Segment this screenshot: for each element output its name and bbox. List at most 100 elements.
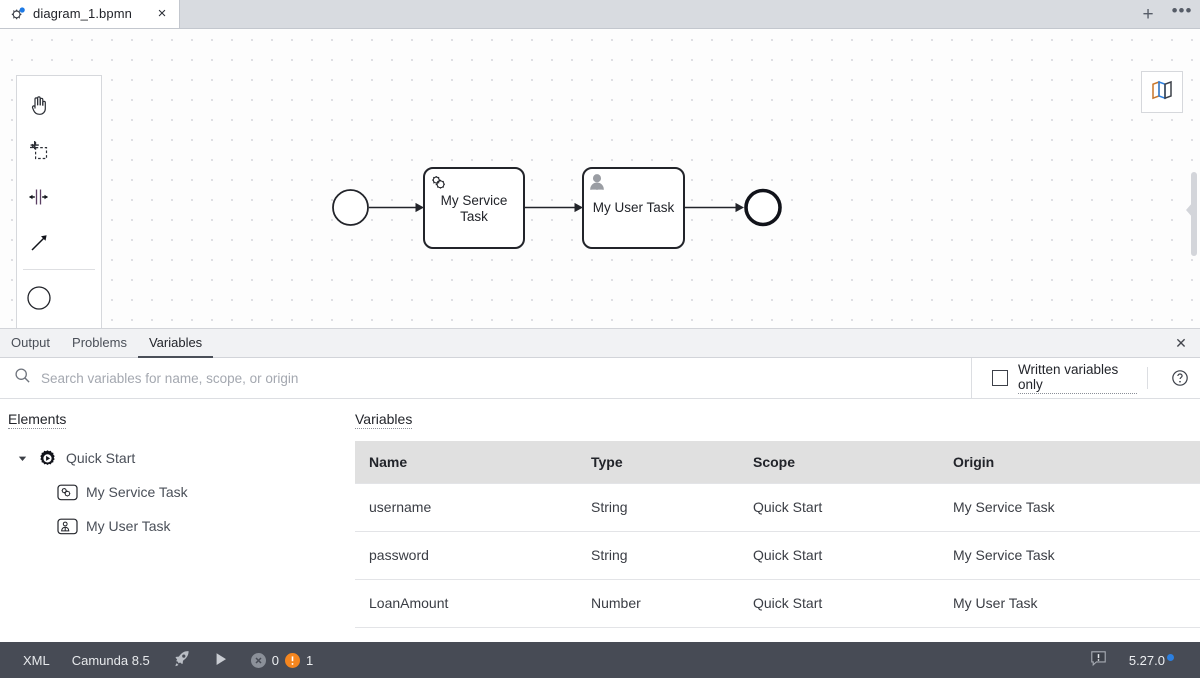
warning-icon: [285, 652, 301, 668]
cell-scope: Quick Start: [739, 482, 939, 532]
column-header-scope[interactable]: Scope: [739, 441, 939, 483]
close-icon[interactable]: ×: [157, 5, 167, 22]
lasso-tool-icon[interactable]: [17, 128, 60, 174]
editor-tab-diagram[interactable]: diagram_1.bpmn ×: [0, 0, 180, 28]
tab-problems[interactable]: Problems: [72, 335, 127, 350]
written-variables-filter: Written variables only: [972, 358, 1200, 398]
tab-bar-actions: + •••: [1138, 0, 1192, 29]
play-icon: [213, 651, 229, 670]
user-task-label: My User Task: [593, 200, 675, 215]
column-header-type[interactable]: Type: [577, 441, 739, 483]
service-task-gears-icon: [432, 175, 445, 189]
written-variables-label[interactable]: Written variables only: [1018, 362, 1137, 394]
bpmn-canvas[interactable]: My Service Task My User Task: [0, 29, 1200, 328]
bpmn-file-icon: [10, 6, 26, 22]
new-tab-button[interactable]: +: [1138, 5, 1158, 25]
process-icon: [36, 449, 58, 468]
more-options-button[interactable]: •••: [1171, 1, 1193, 25]
tree-item-label: My User Task: [86, 518, 171, 534]
service-task-label-line1: My Service: [441, 193, 508, 208]
deploy-button[interactable]: [161, 642, 202, 678]
service-task-label-line2: Task: [460, 209, 488, 224]
table-row[interactable]: LoanAmount Number Quick Start My User Ta…: [355, 579, 1200, 628]
elements-column: Elements Quick Start: [0, 399, 355, 642]
variables-table: Name Type Scope Origin username String Q…: [355, 441, 1200, 628]
cell-origin: My Service Task: [939, 531, 1200, 580]
close-panel-icon[interactable]: ✕: [1175, 335, 1187, 351]
variables-table-body: username String Quick Start My Service T…: [355, 482, 1200, 628]
bottom-panel: Output Problems Variables ✕ Written vari…: [0, 328, 1200, 642]
cell-name: password: [355, 531, 577, 580]
plus-icon: +: [1142, 4, 1154, 25]
tab-bar: diagram_1.bpmn × + •••: [0, 0, 1200, 29]
tree-item-my-user-task[interactable]: My User Task: [8, 509, 355, 543]
chevron-down-icon[interactable]: [16, 454, 28, 463]
variables-title: Variables: [355, 411, 413, 429]
update-available-dot: [1167, 654, 1174, 661]
tab-variables[interactable]: Variables: [137, 329, 214, 358]
bpmn-diagram[interactable]: My Service Task My User Task: [0, 29, 1200, 328]
space-tool-icon[interactable]: [17, 174, 60, 220]
problems-counters[interactable]: 0 1: [240, 642, 324, 678]
panel-tab-bar: Output Problems Variables ✕: [0, 328, 1200, 358]
cell-type: Number: [577, 579, 739, 628]
shape-end-event: [744, 188, 782, 227]
search-input[interactable]: [41, 370, 922, 386]
user-task-icon: [56, 518, 78, 535]
search-icon: [14, 367, 31, 389]
tree-item-label: My Service Task: [86, 484, 188, 500]
tree-item-quick-start[interactable]: Quick Start: [8, 441, 355, 475]
xml-label: XML: [23, 652, 50, 668]
run-button[interactable]: [202, 642, 240, 678]
search-field-wrapper: [0, 358, 972, 398]
canvas-scrollbar[interactable]: [1186, 172, 1197, 256]
service-task-icon: [56, 484, 78, 501]
status-bar: XML Camunda 8.5: [0, 642, 1200, 678]
xml-view-button[interactable]: XML: [12, 642, 61, 678]
cell-scope: Quick Start: [739, 579, 939, 628]
start-event-icon[interactable]: [17, 275, 60, 321]
notifications-button[interactable]: [1079, 642, 1118, 678]
tab-title: diagram_1.bpmn: [33, 6, 132, 21]
notification-icon: [1090, 650, 1107, 670]
variables-search-bar: Written variables only: [0, 358, 1200, 399]
hand-tool-icon[interactable]: [17, 82, 60, 128]
tree-item-my-service-task[interactable]: My Service Task: [8, 475, 355, 509]
variables-table-head: Name Type Scope Origin: [355, 441, 1200, 483]
column-header-name[interactable]: Name: [355, 441, 577, 483]
user-task-person-icon: [590, 174, 604, 190]
help-icon[interactable]: [1146, 367, 1190, 389]
warning-count: 1: [306, 652, 314, 668]
ellipsis-icon: •••: [1171, 1, 1193, 20]
variables-column: Variables Name Type Scope Origin: [355, 399, 1200, 642]
table-header-row: Name Type Scope Origin: [355, 441, 1200, 483]
rocket-icon: [172, 649, 191, 671]
elements-title: Elements: [8, 411, 67, 429]
error-icon: [250, 652, 266, 668]
column-header-origin[interactable]: Origin: [939, 441, 1200, 483]
map-icon: [1150, 78, 1174, 107]
table-row[interactable]: password String Quick Start My Service T…: [355, 531, 1200, 580]
app-version[interactable]: 5.27.0: [1118, 642, 1190, 678]
bpmn-palette: [16, 75, 102, 328]
cell-name: username: [355, 482, 577, 532]
engine-version-button[interactable]: Camunda 8.5: [61, 642, 161, 678]
cell-scope: Quick Start: [739, 531, 939, 580]
minimap-toggle-button[interactable]: [1141, 71, 1183, 113]
palette-divider: [23, 269, 95, 270]
cell-type: String: [577, 531, 739, 580]
engine-label: Camunda 8.5: [71, 652, 150, 668]
global-connect-tool-icon[interactable]: [17, 220, 60, 266]
written-variables-checkbox[interactable]: [992, 370, 1008, 386]
tree-item-label: Quick Start: [66, 450, 136, 466]
error-count: 0: [271, 652, 280, 668]
table-row[interactable]: username String Quick Start My Service T…: [355, 482, 1200, 532]
intermediate-event-icon[interactable]: [17, 321, 60, 328]
cell-type: String: [577, 482, 739, 532]
tab-output[interactable]: Output: [11, 335, 51, 350]
variables-inner: Variables Name Type Scope Origin: [355, 411, 1200, 628]
version-label: 5.27.0: [1128, 652, 1165, 668]
cell-origin: My Service Task: [939, 482, 1200, 532]
cell-name: LoanAmount: [355, 579, 577, 628]
